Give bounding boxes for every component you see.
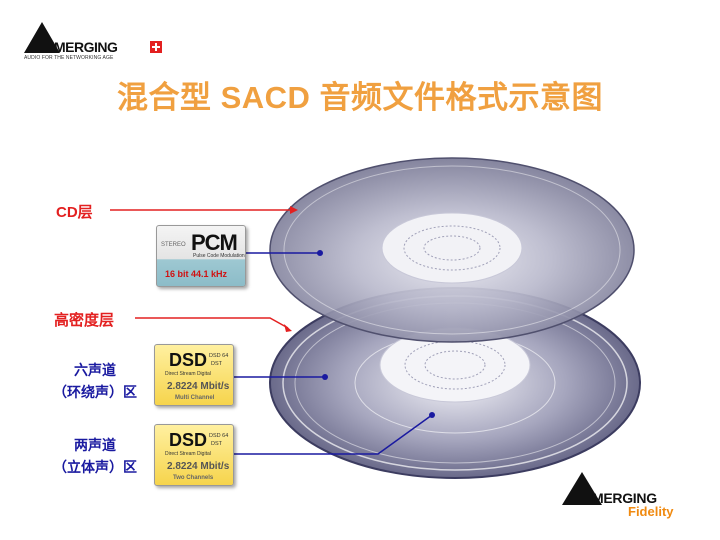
pcm-sub-text: Pulse Code Modulation bbox=[193, 253, 245, 259]
cd-disc bbox=[269, 157, 635, 343]
dsd-channels-text: Multi Channel bbox=[175, 395, 215, 401]
logo-brand: MERGING bbox=[54, 39, 118, 55]
dsd-channels-text: Two Channels bbox=[173, 475, 214, 481]
cd-layer-arrow bbox=[110, 206, 298, 214]
triangle-logo-icon bbox=[562, 472, 602, 505]
pcm-format-text: PCM bbox=[191, 230, 238, 255]
six-channel-line2: （环绕声）区 bbox=[53, 384, 137, 400]
merging-fidelity-logo: MERGING Fidelity bbox=[560, 468, 700, 524]
page-title: 混合型 SACD 音频文件格式示意图 bbox=[116, 80, 604, 115]
triangle-logo-icon bbox=[24, 22, 60, 53]
six-channel-label: 六声道 （环绕声）区 bbox=[40, 359, 150, 403]
logo-product: Fidelity bbox=[628, 504, 674, 519]
six-channel-pointer bbox=[232, 374, 328, 380]
two-channel-line2: （立体声）区 bbox=[53, 459, 137, 475]
dsd-format-text: DSD bbox=[169, 430, 208, 450]
dsd-multichannel-card: DSD DSD 64 DST Direct Stream Digital 2.8… bbox=[154, 344, 234, 406]
logo-brand: MERGING bbox=[592, 490, 657, 506]
dsd-format-b: DST bbox=[211, 361, 222, 367]
dsd-sub-text: Direct Stream Digital bbox=[165, 371, 211, 377]
dsd-sub-text: Direct Stream Digital bbox=[165, 451, 211, 457]
logo-tagline: AUDIO FOR THE NETWORKING AGE bbox=[24, 55, 114, 61]
swiss-cross-icon bbox=[150, 41, 162, 53]
two-channel-line1: 两声道 bbox=[74, 437, 116, 453]
dsd-format-b: DST bbox=[211, 441, 222, 447]
two-channel-pointer bbox=[232, 412, 435, 455]
hd-layer-arrow bbox=[135, 317, 292, 332]
merging-logo: MERGING AUDIO FOR THE NETWORKING AGE bbox=[22, 20, 162, 61]
dsd-format-a: DSD 64 bbox=[209, 353, 229, 359]
pcm-pointer bbox=[244, 250, 323, 256]
two-channel-label: 两声道 （立体声）区 bbox=[40, 434, 150, 478]
pcm-format-card: STEREO PCM Pulse Code Modulation 16 bit … bbox=[156, 225, 246, 287]
hd-layer-label: 高密度层 bbox=[54, 312, 115, 329]
cd-layer-label: CD层 bbox=[56, 204, 93, 221]
dsd-format-a: DSD 64 bbox=[209, 433, 229, 439]
dsd-rate-text: 2.8224 Mbit/s bbox=[167, 381, 230, 392]
dsd-format-text: DSD bbox=[169, 350, 208, 370]
dsd-rate-text: 2.8224 Mbit/s bbox=[167, 461, 230, 472]
six-channel-line1: 六声道 bbox=[74, 362, 116, 378]
dsd-twochannel-card: DSD DSD 64 DST Direct Stream Digital 2.8… bbox=[154, 424, 234, 486]
pcm-rate-text: 16 bit 44.1 kHz bbox=[165, 269, 228, 279]
pcm-stereo-text: STEREO bbox=[161, 242, 186, 248]
